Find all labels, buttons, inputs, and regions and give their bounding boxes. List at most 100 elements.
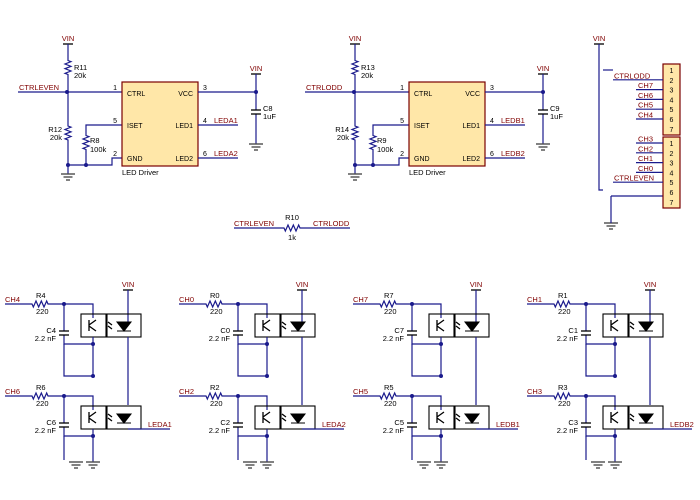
- pin-led2-label: LED2: [462, 156, 480, 163]
- resistor-ref: R5: [384, 383, 394, 392]
- capacitor-value: 2.2 nF: [209, 426, 231, 435]
- channel-net-label: CH1: [527, 295, 542, 304]
- phototransistor-icon: [610, 319, 619, 332]
- phototransistor-icon: [436, 411, 445, 424]
- light-arrow-icon: [107, 321, 113, 330]
- connector-net-label: CH2: [638, 144, 653, 153]
- wire: [411, 344, 441, 377]
- r-top-value: 20k: [74, 71, 86, 80]
- cap-ref: C8: [263, 104, 273, 113]
- phototransistor-icon: [610, 411, 619, 424]
- capacitor-ref: C0: [220, 326, 230, 335]
- r-top-ref: R13: [361, 63, 375, 72]
- capacitor-ref: C2: [220, 418, 230, 427]
- pin-led1-label: LED1: [462, 123, 480, 130]
- pin-ctrl-label: CTRL: [414, 91, 432, 98]
- pin-vcc-label: VCC: [178, 91, 193, 98]
- junction-dot: [439, 374, 443, 378]
- opto-output-box: [454, 405, 490, 430]
- driver-name: LED Driver: [122, 168, 159, 177]
- pin-number: 2: [113, 151, 117, 158]
- cap-value: 1uF: [263, 112, 276, 121]
- wire: [237, 432, 267, 437]
- resistor-symbol: [368, 130, 378, 155]
- pin-gnd-label: GND: [414, 156, 430, 163]
- channel-net-label: CH6: [5, 387, 20, 396]
- resistor-ref: R3: [558, 383, 568, 392]
- connector-header: VIN12345671234567CTRLODDCH7CH6CH5CH4CH3C…: [593, 34, 681, 230]
- junction-dot: [265, 374, 269, 378]
- pin-number: 1: [113, 85, 117, 92]
- vin-power-symbol: VIN: [250, 64, 262, 75]
- light-arrow-icon: [281, 321, 287, 330]
- junction-dot: [371, 163, 375, 167]
- light-arrow-icon: [455, 413, 461, 422]
- pin-number: 5: [400, 118, 404, 125]
- junction-dot: [353, 163, 357, 167]
- pin-number: 6: [203, 151, 207, 158]
- capacitor-ref: C1: [568, 326, 578, 335]
- resistor-symbol: [63, 118, 73, 148]
- junction-dot: [84, 163, 88, 167]
- wire: [237, 344, 267, 377]
- channel-net-label: CH5: [353, 387, 368, 396]
- optocoupler: [602, 313, 664, 338]
- resistor-symbol: [204, 299, 224, 309]
- wire: [585, 344, 615, 377]
- ground-icon: [608, 461, 622, 469]
- led-output-net-label: LEDA1: [148, 420, 172, 429]
- resistor-symbol: [378, 391, 398, 401]
- resistor-value: 220: [210, 307, 223, 316]
- channel-net-label: CH0: [179, 295, 194, 304]
- header-pin-number: 2: [670, 78, 674, 85]
- resistor-value: 220: [558, 307, 571, 316]
- driver-name: LED Driver: [409, 168, 446, 177]
- pin-vcc-label: VCC: [465, 91, 480, 98]
- header-pin-number: 5: [670, 180, 674, 187]
- r-set-ref: R9: [377, 136, 387, 145]
- led-diode-icon: [115, 413, 133, 424]
- resistor-ref: R2: [210, 383, 220, 392]
- resistor-symbol: [378, 299, 398, 309]
- wire: [572, 303, 616, 318]
- header-pin-number: 4: [670, 97, 674, 104]
- led-output-net-label: LEDB1: [496, 420, 520, 429]
- vin-power-symbol: VIN: [537, 64, 549, 75]
- resistor-symbol: [63, 55, 73, 80]
- wire: [50, 395, 94, 410]
- phototransistor-icon: [262, 411, 271, 424]
- resistor-symbol: [30, 391, 50, 401]
- header-pin-number: 3: [670, 88, 674, 95]
- connector-net-label: CH6: [638, 91, 653, 100]
- resistor-symbol: [552, 391, 572, 401]
- opto-output-box: [454, 313, 490, 338]
- header-pin-number: 2: [670, 151, 674, 158]
- vin-power-symbol: VIN: [593, 34, 605, 45]
- resistor-symbol: [81, 130, 91, 155]
- light-arrow-icon: [281, 413, 287, 422]
- resistor-value: 220: [384, 399, 397, 408]
- r10-value: 1k: [288, 233, 296, 242]
- resistor-value: 220: [210, 399, 223, 408]
- vin-label: VIN: [470, 280, 483, 289]
- ground-icon: [604, 222, 618, 230]
- resistor-symbol: [350, 118, 360, 148]
- connector-net-label: CTRLEVEN: [614, 174, 654, 183]
- resistor-ref: R0: [210, 291, 220, 300]
- channel-net-label: CH3: [527, 387, 542, 396]
- optocoupler: [428, 313, 490, 338]
- vin-power-symbol: VIN: [296, 280, 308, 291]
- header-pin-number: 6: [670, 190, 674, 197]
- optocoupler: [254, 405, 316, 430]
- pin-number: 1: [400, 85, 404, 92]
- vin-power-symbol: VIN: [470, 280, 483, 291]
- capacitor-ref: C3: [568, 418, 578, 427]
- connector-net-label: CH3: [638, 135, 653, 144]
- vin-label: VIN: [62, 34, 75, 43]
- optocoupler: [428, 405, 490, 430]
- capacitor-value: 2.2 nF: [35, 334, 57, 343]
- vin-label: VIN: [122, 280, 135, 289]
- r-top-ref: R11: [74, 63, 87, 72]
